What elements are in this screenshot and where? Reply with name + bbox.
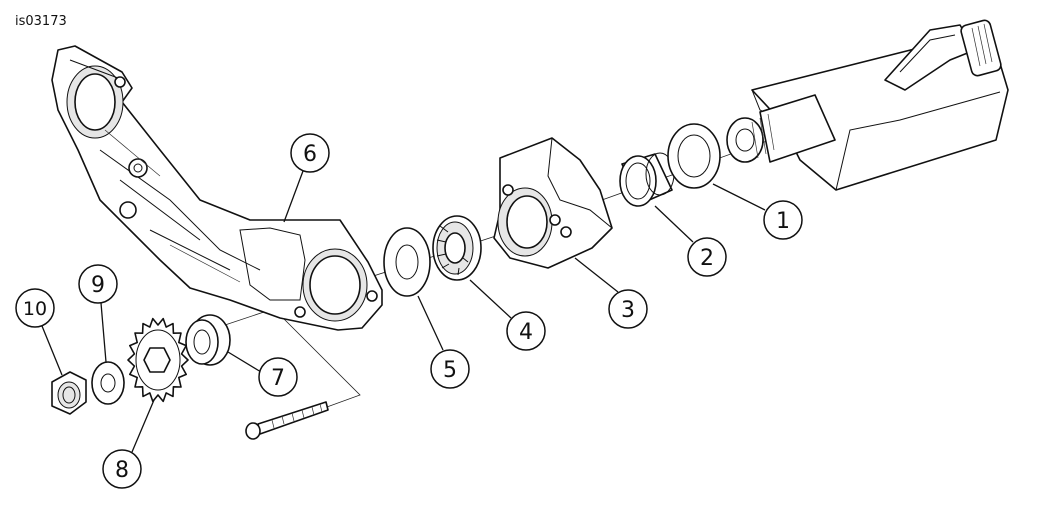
callout-5-label: 5 xyxy=(443,358,457,383)
callout-3: 3 xyxy=(608,289,648,329)
callout-4: 4 xyxy=(506,311,546,351)
callout-8: 8 xyxy=(102,449,142,489)
callout-6-label: 6 xyxy=(303,142,317,167)
callout-5: 5 xyxy=(430,349,470,389)
callout-4-label: 4 xyxy=(519,320,533,345)
pivot-shaft-frame xyxy=(726,19,1009,191)
bolt xyxy=(245,401,329,440)
callout-8-label: 8 xyxy=(115,458,129,483)
washer-part-1 xyxy=(667,123,721,189)
sprocket-part-8 xyxy=(127,317,189,403)
callout-1-label: 1 xyxy=(776,209,790,234)
bearing-housing-part-3 xyxy=(493,137,613,269)
pedal-bracket xyxy=(51,45,383,331)
bushing-part-2 xyxy=(619,152,675,207)
callout-3-label: 3 xyxy=(621,298,635,323)
figure-reference: is03173 xyxy=(15,14,67,29)
callout-9-label: 9 xyxy=(91,273,105,298)
bushing-part-7 xyxy=(185,314,231,366)
seal-part-4 xyxy=(432,215,482,281)
hex-nut-part-10 xyxy=(51,371,87,415)
callout-1: 1 xyxy=(763,200,803,240)
callout-10: 10 xyxy=(15,288,55,328)
callout-9: 9 xyxy=(78,264,118,304)
washer-part-5 xyxy=(383,227,431,297)
callout-2-label: 2 xyxy=(700,246,714,271)
washer-part-9 xyxy=(91,361,125,405)
callout-7: 7 xyxy=(258,357,298,397)
callout-7-label: 7 xyxy=(271,366,285,391)
callout-6: 6 xyxy=(290,133,330,173)
callout-leaders xyxy=(41,170,766,453)
callout-2: 2 xyxy=(687,237,727,277)
callout-10-label: 10 xyxy=(23,298,47,320)
